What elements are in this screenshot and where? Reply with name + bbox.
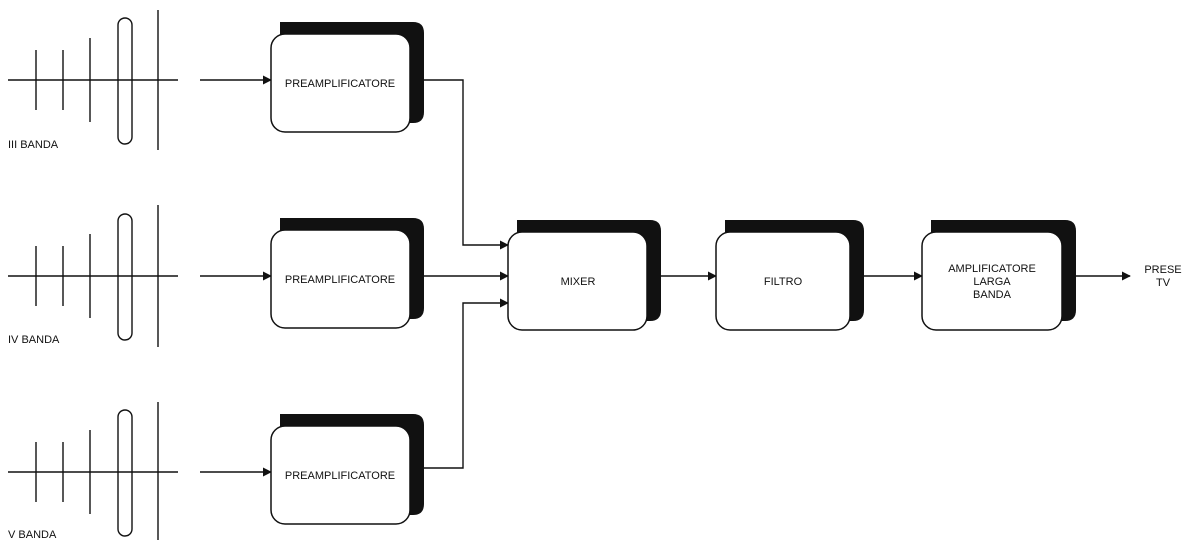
wire-preamp-1-to-mixer	[424, 79, 509, 250]
preamplifier-block-1: PREAMPLIFICATORE	[270, 22, 424, 133]
preamplifier-label-1: PREAMPLIFICATORE	[285, 78, 395, 90]
amplifier-label-line-2: LARGA	[973, 276, 1011, 288]
antenna-label-band-3: III BANDA	[8, 139, 59, 151]
tv-outlets-label-line-2: TV	[1156, 277, 1171, 289]
amplifier-label-line-1: AMPLIFICATORE	[948, 263, 1036, 275]
filter-label: FILTRO	[764, 276, 803, 288]
tv-outlets-label-line-1: PRESE	[1144, 264, 1181, 276]
mixer-label: MIXER	[561, 276, 596, 288]
preamplifier-label-2: PREAMPLIFICATORE	[285, 274, 395, 286]
amplifier-label-line-3: BANDA	[973, 289, 1012, 301]
preamplifier-label-3: PREAMPLIFICATORE	[285, 470, 395, 482]
wideband-amplifier-block: AMPLIFICATORE LARGA BANDA	[921, 220, 1076, 331]
filter-block: FILTRO	[715, 220, 864, 331]
antenna-band-3	[8, 10, 178, 150]
preamplifier-block-2: PREAMPLIFICATORE	[270, 218, 424, 329]
antenna-label-band-4: IV BANDA	[8, 334, 60, 346]
antenna-label-band-5: V BANDA	[8, 529, 57, 541]
antenna-band-4	[8, 205, 178, 347]
mixer-block: MIXER	[507, 220, 661, 331]
preamplifier-block-3: PREAMPLIFICATORE	[270, 414, 424, 525]
antenna-band-5	[8, 402, 178, 540]
wire-preamp-3-to-mixer	[424, 298, 509, 469]
